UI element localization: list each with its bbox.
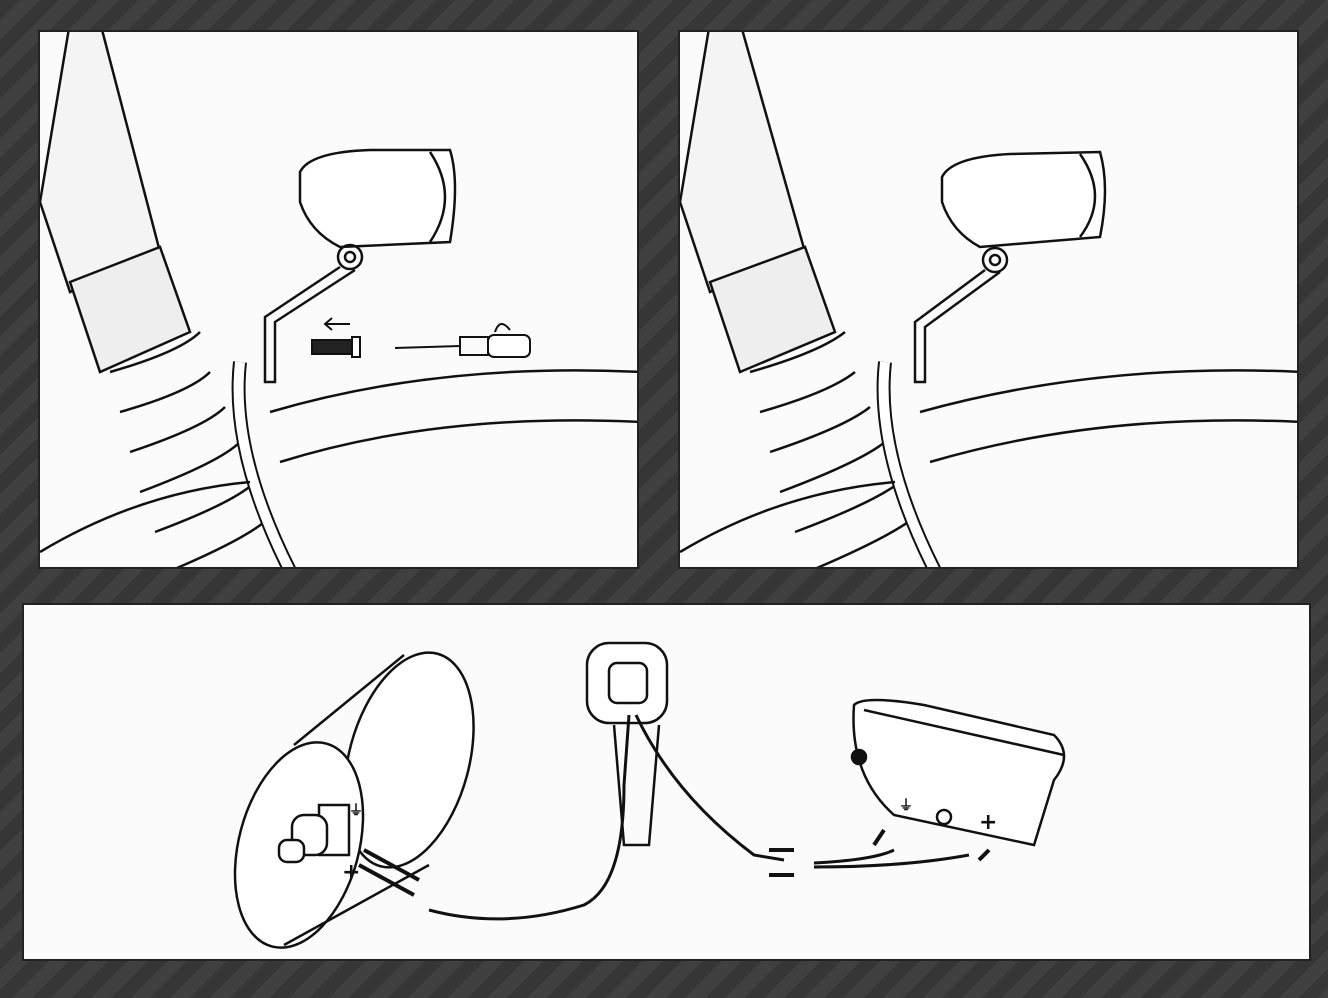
headlight-icon: [913, 150, 1107, 384]
step-1-panel: [38, 30, 639, 569]
tail-plus-symbol: +: [979, 810, 998, 835]
wiring-illustration: [233, 641, 1066, 949]
front-light-icon: [585, 641, 669, 847]
arrows: [358, 828, 991, 897]
tail-light-icon: [850, 698, 1066, 847]
headlight-mounted-illustration: [680, 32, 1297, 567]
headlight-icon: [263, 148, 457, 384]
hub-ground-symbol: ⏚: [349, 803, 363, 819]
step-3-wiring-panel: + ⏚ + ⏚: [22, 603, 1311, 961]
screw-icon: [311, 317, 361, 358]
fork-mount-illustration: [40, 32, 637, 567]
hub-dynamo-icon: [233, 651, 475, 949]
hub-plus-symbol: +: [342, 860, 361, 885]
cables: [428, 714, 970, 921]
tail-ground-symbol: ⏚: [899, 798, 913, 814]
screwdriver-icon: [394, 323, 531, 358]
step-2-panel: [678, 30, 1299, 569]
